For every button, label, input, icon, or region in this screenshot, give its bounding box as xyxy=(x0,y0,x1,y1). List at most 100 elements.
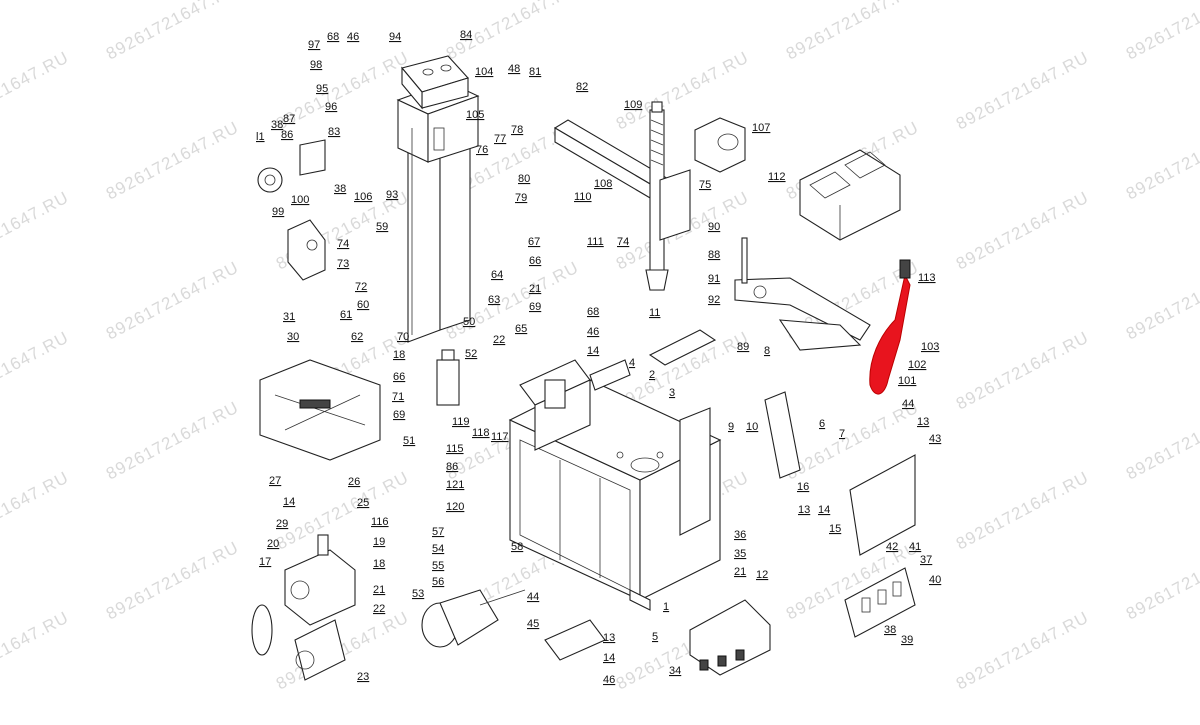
callout-label: 46 xyxy=(603,674,615,686)
callout-label: 38 xyxy=(334,183,346,195)
part-highlighted-101 xyxy=(869,259,911,395)
watermark-text: 89261721647.RU xyxy=(103,398,242,484)
part-pedals xyxy=(544,619,606,661)
callout-label: 21 xyxy=(529,283,541,295)
callout-label: 14 xyxy=(603,652,615,664)
callout-label: 50 xyxy=(463,316,475,328)
callout-label: 82 xyxy=(576,81,588,93)
callout-label: 51 xyxy=(403,435,415,447)
callout-label: 66 xyxy=(529,255,541,267)
callout-label: 74 xyxy=(617,236,629,248)
callout-label: 57 xyxy=(432,526,444,538)
callout-label: 116 xyxy=(371,516,389,528)
callout-label: 2 xyxy=(649,369,655,381)
callout-label: 30 xyxy=(287,331,299,343)
callout-label: 77 xyxy=(494,133,506,145)
callout-label: 3 xyxy=(669,387,675,399)
callout-label: 52 xyxy=(465,348,477,360)
callout-label: 89 xyxy=(737,341,749,353)
part-cylinder xyxy=(436,349,460,406)
watermark-text: 89261721647.RU xyxy=(103,118,242,204)
watermark-text: 89261721647.RU xyxy=(0,48,72,134)
callout-label: 18 xyxy=(393,349,405,361)
callout-label: 65 xyxy=(515,323,527,335)
callout-label: 13 xyxy=(917,416,929,428)
watermark-text: 89261721647.RU xyxy=(103,0,242,64)
part-motor xyxy=(421,589,526,648)
callout-label: 54 xyxy=(432,543,444,555)
callout-label: 70 xyxy=(397,331,409,343)
callout-label: 69 xyxy=(393,409,405,421)
callout-label: 78 xyxy=(511,124,523,136)
watermark-layer: 89261721647.RU 89261721647.RU 89261721647.… xyxy=(0,0,1200,694)
part-turntable xyxy=(259,359,381,461)
callout-label: 88 xyxy=(708,249,720,261)
callout-label: 86 xyxy=(281,129,293,141)
parts-artwork xyxy=(251,55,916,681)
callout-label: 105 xyxy=(466,109,484,121)
watermark-text: 89261721647.RU xyxy=(953,188,1092,274)
callout-label: 31 xyxy=(283,311,295,323)
watermark-text: 89261721647.RU xyxy=(953,608,1092,694)
callout-label: 11 xyxy=(649,307,660,319)
watermark-text: 89261721647.RU xyxy=(0,468,72,554)
callout-label: 44 xyxy=(527,591,539,603)
callout-label: 5 xyxy=(652,631,658,643)
watermark-text: 89261721647.RU xyxy=(953,328,1092,414)
watermark-text: 89261721647.RU xyxy=(0,608,72,694)
watermark-text: 89261721647.RU xyxy=(273,468,412,554)
callout-label: 115 xyxy=(446,443,464,455)
callout-label: 117 xyxy=(491,431,509,443)
callout-label: 43 xyxy=(929,433,941,445)
watermark-text: 89261721647.RU xyxy=(1123,258,1200,344)
part-column-cap xyxy=(401,55,469,110)
callout-label: 80 xyxy=(518,173,530,185)
watermark-text: 89261721647.RU xyxy=(103,258,242,344)
callout-label: 13 xyxy=(603,632,615,644)
watermark-text: 89261721647.RU xyxy=(1123,118,1200,204)
callout-label: 79 xyxy=(515,192,527,204)
callout-label: 10 xyxy=(746,421,758,433)
callout-label: 53 xyxy=(412,588,424,600)
part-side-panel xyxy=(849,454,916,556)
watermark-text: 89261721647.RU xyxy=(0,328,72,414)
callout-label: 93 xyxy=(386,189,398,201)
callout-label: 106 xyxy=(354,191,372,203)
callout-label: 14 xyxy=(283,496,295,508)
callout-label: 121 xyxy=(446,479,464,491)
part-plate xyxy=(844,567,916,638)
callout-label: 9 xyxy=(728,421,734,433)
callout-label: 48 xyxy=(508,63,520,75)
callout-label: 15 xyxy=(829,523,841,535)
callout-label: 46 xyxy=(347,31,359,43)
callout-label: 34 xyxy=(669,665,681,677)
part-control-box xyxy=(257,139,326,281)
callout-label: 14 xyxy=(818,504,830,516)
callout-label: 69 xyxy=(529,301,541,313)
watermark-text: 89261721647.RU xyxy=(1123,0,1200,64)
part-bracket xyxy=(799,149,901,241)
callout-label: 99 xyxy=(272,206,284,218)
callout-label: 97 xyxy=(308,39,320,51)
callout-label: 67 xyxy=(528,236,540,248)
callout-label: 74 xyxy=(337,238,349,250)
callout-label: 58 xyxy=(511,541,523,553)
watermark-text: 89261721647.RU xyxy=(1123,398,1200,484)
callout-label: l1 xyxy=(256,131,265,143)
callout-label: 61 xyxy=(340,309,352,321)
callout-label: 91 xyxy=(708,273,720,285)
callout-label: 37 xyxy=(920,554,932,566)
callout-label: 35 xyxy=(734,548,746,560)
callout-label: 95 xyxy=(316,83,328,95)
callout-label: 6 xyxy=(819,418,825,430)
callout-label: 75 xyxy=(699,179,711,191)
callout-label: 72 xyxy=(355,281,367,293)
callout-label: 87 xyxy=(283,113,295,125)
callout-label: 92 xyxy=(708,294,720,306)
callout-label: 102 xyxy=(908,359,926,371)
callout-label: 27 xyxy=(269,475,281,487)
callout-label: 63 xyxy=(488,294,500,306)
callout-label: 104 xyxy=(475,66,493,78)
